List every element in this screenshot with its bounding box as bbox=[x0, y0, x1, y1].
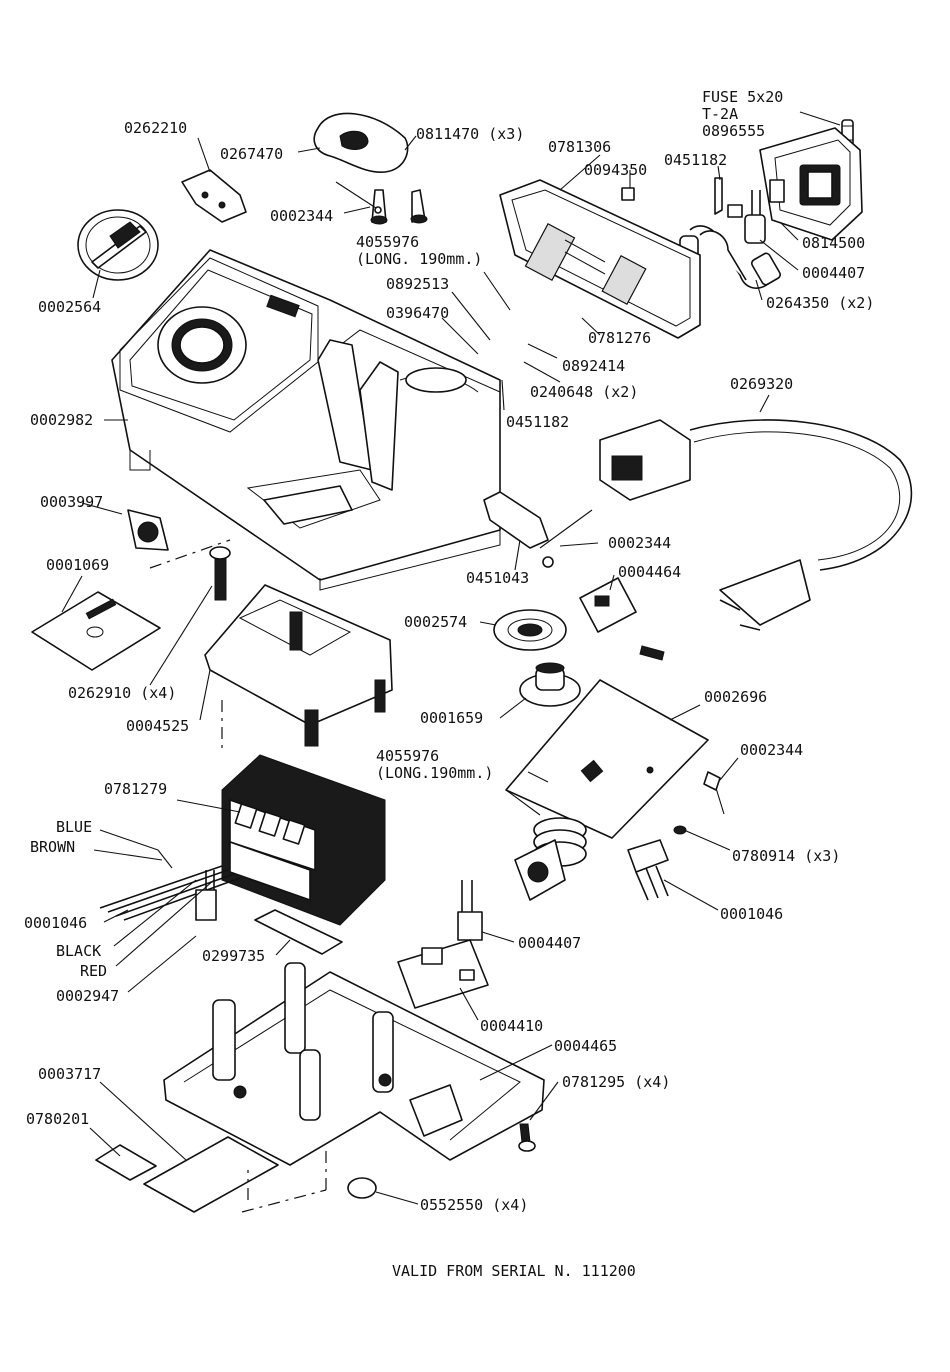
label-0264350: 0264350 (x2) bbox=[766, 294, 874, 312]
power-entry-module-part bbox=[759, 127, 863, 241]
transformer-wires-part bbox=[99, 865, 241, 921]
label-4055976-mid-length: (LONG.190mm.) bbox=[376, 764, 493, 782]
label-0002344-low: 0002344 bbox=[740, 741, 803, 759]
label-0004525: 0004525 bbox=[126, 717, 189, 735]
label-0004465: 0004465 bbox=[554, 1037, 617, 1055]
label-0002947: 0002947 bbox=[56, 987, 119, 1005]
label-0004464: 0004464 bbox=[618, 563, 681, 581]
small-label-part bbox=[621, 187, 635, 201]
label-0004407-top: 0004407 bbox=[802, 264, 865, 282]
label-0002982: 0002982 bbox=[30, 411, 93, 429]
connector-coil-part bbox=[514, 817, 587, 901]
label-0001659: 0001659 bbox=[420, 709, 483, 727]
label-4055976-top-length: (LONG. 190mm.) bbox=[356, 250, 482, 268]
sensor-wire-low-part bbox=[703, 771, 725, 815]
label-wire-black: BLACK bbox=[56, 942, 101, 960]
knob-part bbox=[77, 209, 159, 281]
label-0451043: 0451043 bbox=[466, 569, 529, 587]
label-0001046-left: 0001046 bbox=[24, 914, 87, 932]
label-0896555: 0896555 bbox=[702, 122, 765, 140]
label-wire-blue: BLUE bbox=[56, 818, 92, 836]
part-labels: FUSE 5x20 T-2A 0896555 0262210 0267470 0… bbox=[24, 88, 874, 1280]
label-fuse-rating: FUSE 5x20 bbox=[702, 88, 783, 106]
switch-part bbox=[579, 577, 637, 633]
rear-panel-part bbox=[499, 179, 701, 339]
label-0781276: 0781276 bbox=[588, 329, 651, 347]
transformer-part bbox=[221, 754, 386, 926]
label-0003717: 0003717 bbox=[38, 1065, 101, 1083]
label-0781306: 0781306 bbox=[548, 138, 611, 156]
long-screw-part bbox=[209, 546, 231, 601]
label-fuse-type: T-2A bbox=[702, 105, 738, 123]
switch-holder-part bbox=[483, 491, 593, 568]
label-0781279: 0781279 bbox=[104, 780, 167, 798]
label-0892414: 0892414 bbox=[562, 357, 625, 375]
footer-serial-note: VALID FROM SERIAL N. 111200 bbox=[392, 1262, 636, 1280]
label-0002696: 0002696 bbox=[704, 688, 767, 706]
label-0780201: 0780201 bbox=[26, 1110, 89, 1128]
main-housing-part bbox=[111, 249, 501, 591]
label-0269320: 0269320 bbox=[730, 375, 793, 393]
label-0811470: 0811470 (x3) bbox=[416, 125, 524, 143]
insulating-pad-part bbox=[254, 909, 343, 955]
label-0267470: 0267470 bbox=[220, 145, 283, 163]
sponge-holder-part bbox=[313, 112, 409, 173]
label-0004410: 0004410 bbox=[480, 1017, 543, 1035]
label-0094350: 0094350 bbox=[584, 161, 647, 179]
label-0262210: 0262210 bbox=[124, 119, 187, 137]
inlet-cover-part bbox=[127, 509, 169, 551]
label-0002344-mid: 0002344 bbox=[608, 534, 671, 552]
label-0781295: 0781295 (x4) bbox=[562, 1073, 670, 1091]
base-plate-part bbox=[163, 962, 545, 1166]
ring-part bbox=[493, 609, 567, 651]
alignment-lines bbox=[149, 539, 327, 1213]
label-0780914: 0780914 (x3) bbox=[732, 847, 840, 865]
capacitor-part bbox=[195, 870, 217, 921]
rubber-foot-part bbox=[347, 1177, 377, 1199]
screws-0811470-part bbox=[370, 189, 428, 225]
label-0396470: 0396470 bbox=[386, 304, 449, 322]
pcb-connector-right-part bbox=[627, 839, 669, 901]
info-card-part bbox=[31, 591, 161, 671]
power-cable-part bbox=[599, 419, 913, 631]
sensor-wire-top-part bbox=[335, 181, 382, 214]
label-4055976-mid: 4055976 bbox=[376, 747, 439, 765]
label-0451182-top: 0451182 bbox=[664, 151, 727, 169]
label-4055976-top: 4055976 bbox=[356, 233, 419, 251]
label-0451182-mid: 0451182 bbox=[506, 413, 569, 431]
label-0003997: 0003997 bbox=[40, 493, 103, 511]
label-0814500: 0814500 bbox=[802, 234, 865, 252]
leader-lines bbox=[61, 111, 841, 1205]
bottom-screw-part bbox=[518, 1123, 536, 1152]
label-0262910: 0262910 (x4) bbox=[68, 684, 176, 702]
label-0004407-low: 0004407 bbox=[518, 934, 581, 952]
screw-0780914-part bbox=[673, 825, 687, 835]
label-0552550: 0552550 (x4) bbox=[420, 1196, 528, 1214]
label-0240648: 0240648 (x2) bbox=[530, 383, 638, 401]
label-wire-red: RED bbox=[80, 962, 107, 980]
label-0002564: 0002564 bbox=[38, 298, 101, 316]
label-0892513: 0892513 bbox=[386, 275, 449, 293]
small-screw-part bbox=[639, 645, 665, 661]
frame-part bbox=[204, 584, 393, 747]
filter-board-part bbox=[397, 939, 489, 1009]
holder-clip-part bbox=[181, 169, 247, 223]
label-0002344-top: 0002344 bbox=[270, 207, 333, 225]
label-0299735: 0299735 bbox=[202, 947, 265, 965]
sticker-parts bbox=[95, 1136, 279, 1213]
label-0002574: 0002574 bbox=[404, 613, 467, 631]
label-wire-brown: BROWN bbox=[30, 838, 75, 856]
label-0001046-right: 0001046 bbox=[720, 905, 783, 923]
small-connector-part bbox=[457, 880, 483, 941]
encoder-part bbox=[519, 662, 581, 707]
label-0001069: 0001069 bbox=[46, 556, 109, 574]
